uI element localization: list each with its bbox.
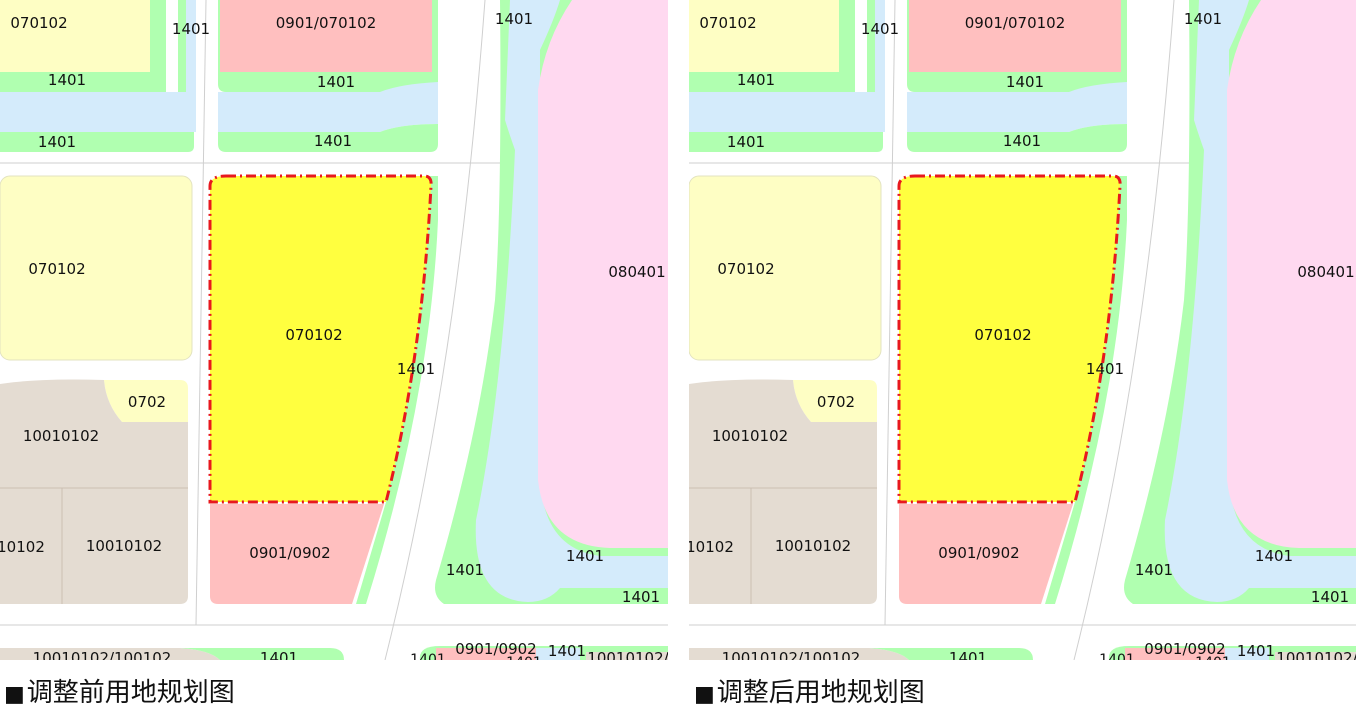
label-0901-0902-bottom: 0901/0902: [455, 640, 536, 658]
parcel-highlight-adjusted: [210, 176, 432, 502]
label-0901-070102: 0901/070102: [965, 14, 1066, 32]
label-1401: 1401: [410, 652, 446, 660]
parcel-residential-left: [0, 175, 193, 361]
label-080401: 080401: [1297, 263, 1354, 281]
label-bottom-right: 10010102/: [1276, 649, 1356, 660]
parcel-residential-small: [793, 380, 877, 422]
label-1401: 1401: [861, 20, 899, 38]
label-0702: 0702: [817, 393, 855, 411]
parcel-residential-left: [689, 175, 882, 361]
label-bottom-left: 10010102/100102: [33, 649, 172, 660]
parcel-bottom-left-strip: [689, 648, 909, 660]
bullet-square-icon: ■: [4, 682, 25, 707]
label-1401: 1401: [1086, 360, 1124, 378]
water-channel-top-left: [0, 0, 196, 132]
label-1401: 1401: [314, 132, 352, 150]
parcel-residential-small: [104, 380, 188, 422]
label-1401: 1401: [1006, 73, 1044, 91]
green-strip-top-middle: [218, 124, 438, 152]
water-channel-top-middle: [907, 82, 1127, 132]
label-0901-070102: 0901/070102: [276, 14, 377, 32]
label-10102: 10102: [0, 538, 45, 556]
label-1401: 1401: [622, 588, 660, 606]
label-0702: 0702: [128, 393, 166, 411]
parcel-commercial-pink: [538, 0, 668, 548]
label-1401: 1401: [260, 649, 298, 660]
label-1401: 1401: [1237, 642, 1275, 660]
label-1401: 1401: [1195, 655, 1231, 660]
label-1401: 1401: [172, 20, 210, 38]
label-0901-0902: 0901/0902: [249, 544, 330, 562]
label-1401: 1401: [1099, 652, 1135, 660]
water-channel-top-left: [689, 0, 885, 132]
caption-after-text: 调整后用地规划图: [716, 678, 925, 708]
label-bottom-left: 10010102/100102: [722, 649, 861, 660]
label-1401: 1401: [38, 133, 76, 151]
parcel-commercial-pink: [1227, 0, 1356, 548]
land-use-map-after: 070102 1401 0901/070102 1401 1401 1401 1…: [689, 0, 1356, 660]
label-1401: 1401: [727, 133, 765, 151]
label-1401: 1401: [548, 642, 586, 660]
label-1401: 1401: [506, 655, 542, 660]
bullet-square-icon: ■: [694, 682, 715, 707]
label-1401: 1401: [446, 561, 484, 579]
label-10010102: 10010102: [775, 537, 851, 555]
label-1401: 1401: [566, 547, 604, 565]
boundary-adjusted: [897, 174, 1122, 504]
label-070102-left: 070102: [28, 260, 85, 278]
land-use-map-before: 070102 1401 0901/070102 1401 1401 1401 1…: [0, 0, 668, 660]
label-10102: 10102: [689, 538, 734, 556]
green-strip-top-middle: [907, 124, 1127, 152]
label-1401: 1401: [1184, 10, 1222, 28]
label-10010102: 10010102: [712, 427, 788, 445]
label-070102-highlight: 070102: [285, 326, 342, 344]
label-1401: 1401: [495, 10, 533, 28]
boundary-adjusted: [208, 174, 433, 504]
label-0901-0902: 0901/0902: [938, 544, 1019, 562]
water-channel-right: [1164, 0, 1356, 602]
label-0901-0902-bottom: 0901/0902: [1144, 640, 1225, 658]
parcel-commercial-bottom: [899, 504, 1073, 604]
water-channel-top-middle: [218, 82, 438, 132]
label-1401: 1401: [1311, 588, 1349, 606]
label-1401: 1401: [949, 649, 987, 660]
label-1401: 1401: [1255, 547, 1293, 565]
label-bottom-right: 10010102/: [587, 649, 668, 660]
label-070102-left: 070102: [717, 260, 774, 278]
caption-before: ■调整前用地规划图: [4, 676, 235, 710]
label-080401: 080401: [608, 263, 665, 281]
water-channel-right: [475, 0, 668, 602]
parcel-bottom-left-strip: [0, 648, 220, 660]
label-070102-top: 070102: [699, 14, 756, 32]
green-strip-top-left: [689, 132, 883, 152]
label-10010102: 10010102: [23, 427, 99, 445]
caption-before-text: 调整前用地规划图: [26, 678, 235, 708]
label-10010102: 10010102: [86, 537, 162, 555]
parcel-highlight-adjusted: [899, 176, 1121, 502]
parcel-commercial-bottom: [210, 504, 384, 604]
label-070102-top: 070102: [10, 14, 67, 32]
map-before: 070102 1401 0901/070102 1401 1401 1401 1…: [0, 0, 668, 660]
label-1401: 1401: [397, 360, 435, 378]
label-1401: 1401: [737, 71, 775, 89]
label-1401: 1401: [48, 71, 86, 89]
caption-after: ■调整后用地规划图: [694, 676, 925, 710]
label-1401: 1401: [1003, 132, 1041, 150]
map-after: 070102 1401 0901/070102 1401 1401 1401 1…: [689, 0, 1356, 660]
label-1401: 1401: [1135, 561, 1173, 579]
label-1401: 1401: [317, 73, 355, 91]
label-070102-highlight: 070102: [974, 326, 1031, 344]
parcel-industrial-left: [0, 379, 188, 604]
parcel-industrial-left: [689, 379, 877, 604]
green-strip-top-left: [0, 132, 194, 152]
